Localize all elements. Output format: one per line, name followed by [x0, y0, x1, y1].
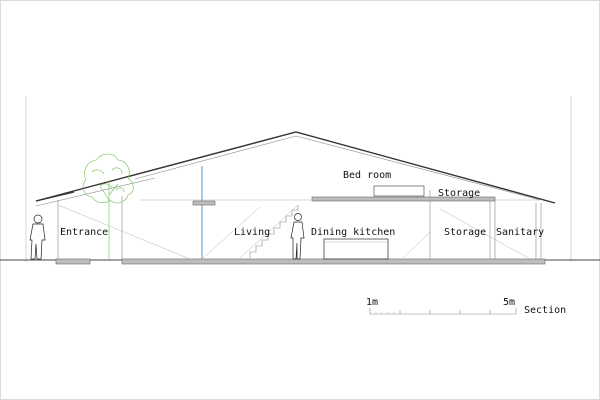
scale-label-5m: 5m — [503, 297, 515, 308]
label-dining-kitchen: Dining kitchen — [311, 227, 395, 238]
drawing-caption: Section — [524, 305, 566, 316]
roof — [35, 131, 556, 207]
scale-label-1m: 1m — [366, 297, 378, 308]
kitchen-counter — [323, 238, 389, 260]
stair — [239, 204, 299, 259]
walls — [57, 166, 542, 259]
main-slab — [121, 258, 546, 265]
loft-floor — [192, 185, 496, 206]
bed — [373, 185, 425, 197]
label-bed-room: Bed room — [343, 170, 391, 181]
tree — [82, 153, 134, 259]
person-living — [290, 213, 305, 260]
entrance-slab — [55, 258, 91, 265]
label-entrance: Entrance — [60, 227, 108, 238]
label-storage-upper: Storage — [438, 188, 480, 199]
label-storage-lower: Storage — [444, 227, 486, 238]
label-sanitary: Sanitary — [496, 227, 544, 238]
person-entrance — [29, 214, 46, 260]
light-lines — [57, 199, 540, 260]
label-living: Living — [234, 227, 270, 238]
scale-bar — [369, 308, 517, 315]
